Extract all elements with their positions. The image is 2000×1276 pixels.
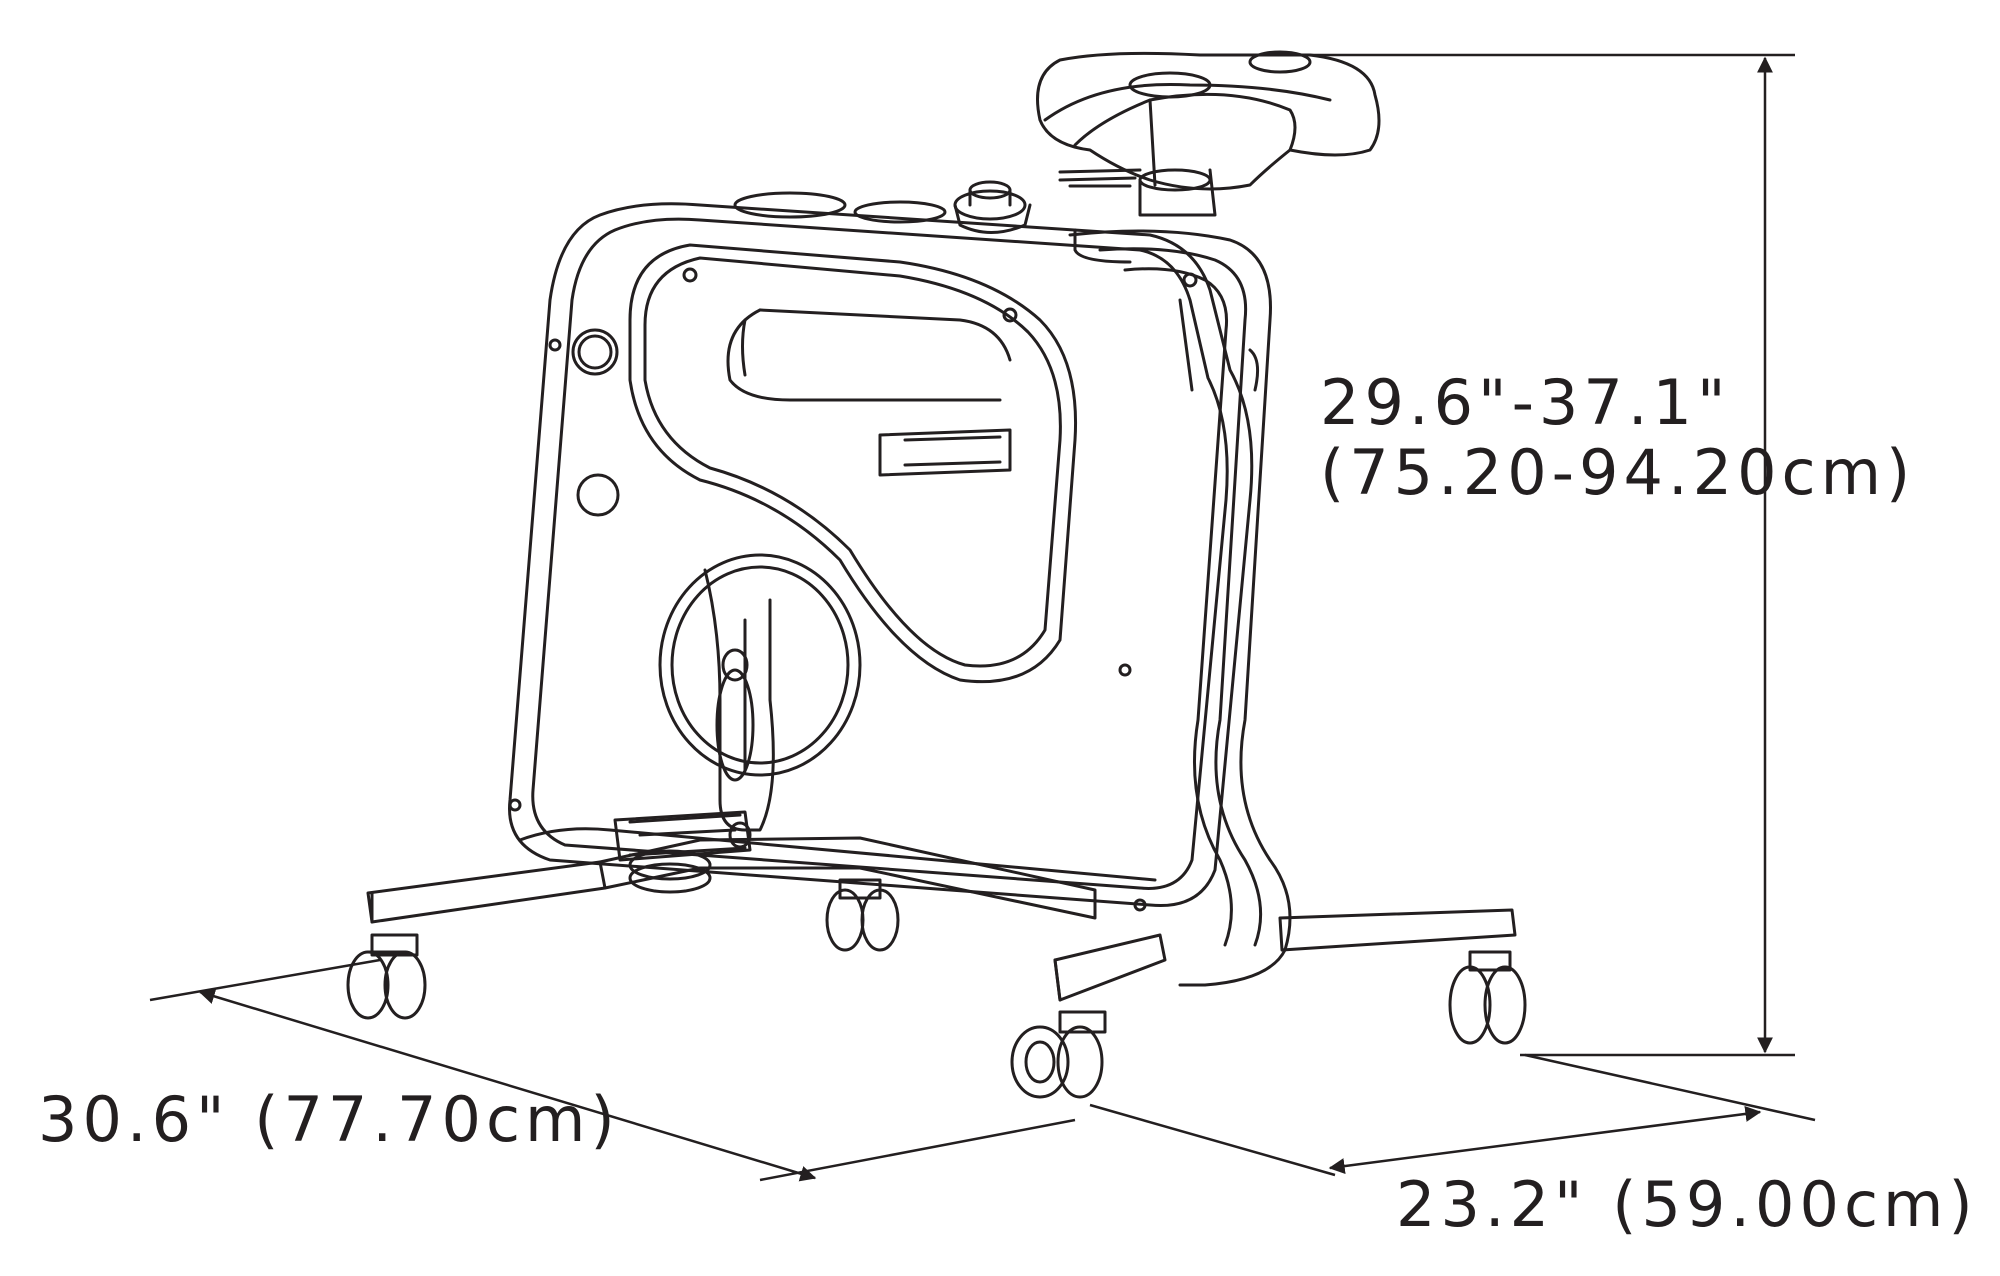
- frame-window-cutout: [628, 243, 1078, 684]
- saddle-seat: [1036, 50, 1381, 191]
- height-dimension-inches: 29.6"-37.1": [1320, 366, 1731, 439]
- top-console: [733, 180, 1032, 234]
- seat-post-column: [1058, 168, 1292, 987]
- main-body-frame: [508, 202, 1254, 908]
- length-dimension-label: 30.6" (77.70cm): [38, 1083, 620, 1156]
- crank-cover: [613, 553, 862, 862]
- height-dimension-label: 29.6"-37.1" (75.20-94.20cm): [1320, 368, 1915, 508]
- caster-wheels: [346, 878, 1527, 1099]
- frame-screws: [508, 267, 1198, 912]
- width-dimension-label: 23.2" (59.00cm): [1396, 1168, 1978, 1241]
- height-dimension-cm: (75.20-94.20cm): [1320, 436, 1916, 509]
- dimension-lines: [149, 53, 1816, 1182]
- base-legs: [366, 836, 1517, 1002]
